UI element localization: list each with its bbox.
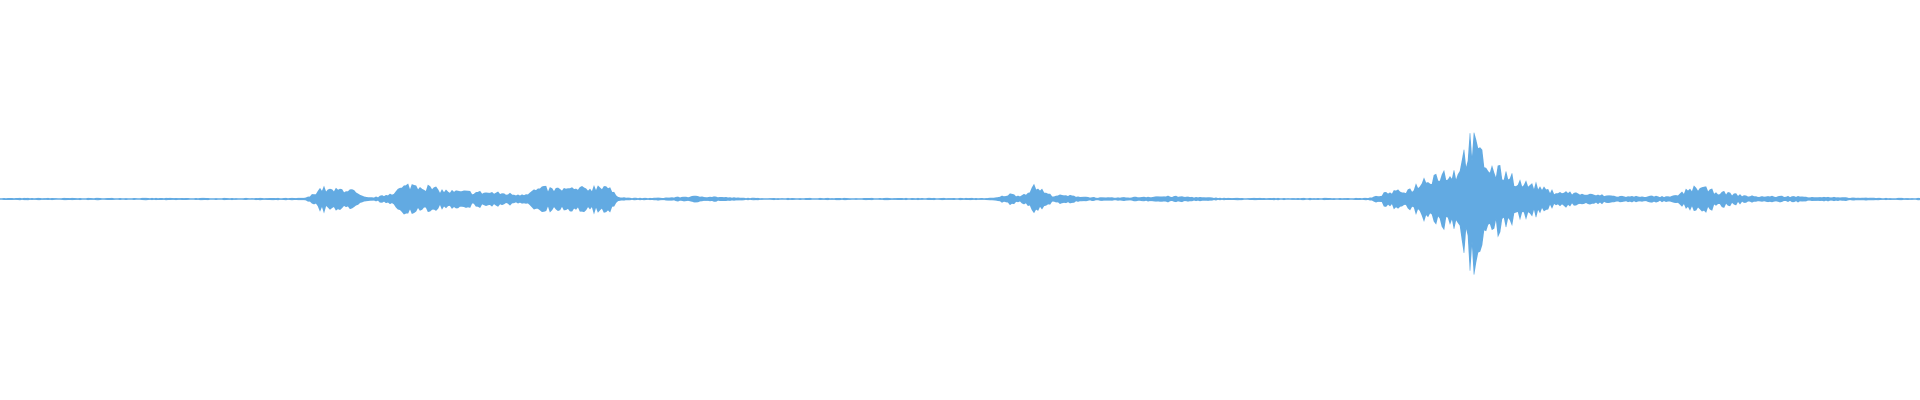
waveform-envelope — [0, 132, 1920, 275]
